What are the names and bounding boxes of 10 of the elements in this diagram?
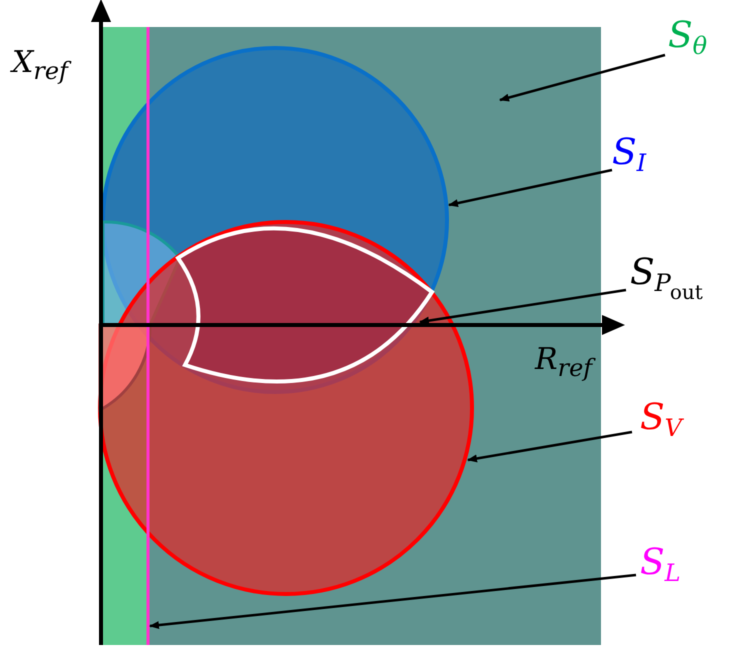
set-label: S$_{L}$ — [640, 545, 681, 586]
leader-line — [499, 54, 666, 102]
set-label: S$_{I}$ — [612, 135, 646, 176]
leader-line — [149, 574, 636, 630]
set-label: S$_{θ}$ — [668, 18, 708, 58]
lens-region — [176, 226, 434, 384]
leader-line — [467, 430, 632, 462]
set-label: S$_{V}$ — [640, 400, 682, 440]
boundary-line — [146, 27, 150, 645]
leader-line — [419, 288, 626, 325]
